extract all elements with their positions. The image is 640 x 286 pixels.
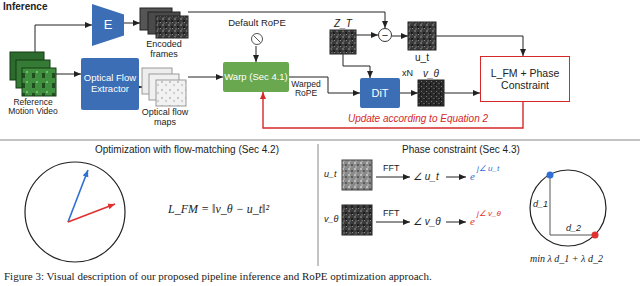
operation-label: FFT [383, 163, 400, 173]
rope-icon [252, 34, 263, 45]
rope-source: Default RoPE [225, 18, 289, 46]
unit-circle [530, 170, 606, 246]
vector-circle [25, 162, 125, 262]
node-label: L_FM + Phase Constraint [481, 67, 569, 91]
connector [356, 35, 378, 36]
connector [188, 77, 223, 78]
video-stack: Reference Motion Video [10, 52, 56, 96]
objective-label: min λ d_1 + λ d_2 [530, 253, 603, 265]
connector [256, 46, 257, 62]
node-label: − [382, 30, 388, 41]
edge-label: Warped RoPE [289, 80, 323, 99]
exponent-base: e [470, 215, 475, 228]
target-vector [68, 170, 88, 222]
connector [188, 12, 385, 28]
node-label: DiT [371, 87, 388, 100]
latent-node: Z_T [330, 30, 356, 54]
distance-line [550, 235, 595, 236]
phase-arrow [446, 222, 466, 223]
connector [139, 87, 142, 88]
encoder-block: E [92, 4, 124, 46]
node-label: Optical flow maps [137, 108, 193, 128]
flow-stack: Optical flow maps [142, 68, 188, 106]
encoded-frame [156, 16, 188, 38]
model-box: DiTxN [360, 78, 400, 108]
connector [124, 23, 140, 24]
target-image [408, 22, 436, 50]
exponent: j∠ v_θ [477, 209, 501, 218]
connector [35, 25, 92, 52]
connector [56, 74, 81, 75]
node-label: Warp (Sec 4.1) [224, 72, 288, 83]
repeat-note: xN [402, 69, 413, 79]
edge-label: Update according to Equation 2 [338, 113, 498, 124]
prediction-node: v_θ [418, 80, 444, 106]
distance-label: d_1 [533, 199, 548, 209]
fft-arrow [376, 222, 410, 223]
target-image [342, 160, 372, 190]
node-label: Default RoPE [228, 18, 286, 29]
phase-label: ∠ v_θ [413, 216, 441, 228]
distance-line [550, 175, 551, 235]
node-label: Reference Motion Video [1, 98, 65, 117]
node-label: u_t [405, 52, 439, 63]
figure-caption: Figure 3: Visual description of our prop… [4, 270, 432, 283]
connector [444, 93, 480, 94]
connector [436, 36, 523, 56]
prediction-image [418, 80, 444, 106]
node-label: Optical Flow Extractor [81, 73, 139, 95]
video-frame [22, 68, 56, 96]
node-label: Z_T [326, 18, 360, 29]
divider [0, 140, 640, 141]
section-title: Phase constraint (Sec 4.3) [402, 144, 520, 156]
latent-image [330, 30, 356, 54]
encoder-outline [92, 4, 124, 46]
predicted-phase-dot [592, 232, 599, 239]
exponent-base: e [470, 170, 475, 183]
section-title: Inference [3, 1, 47, 13]
phase-label: ∠ u_t [413, 171, 439, 183]
target-phase-dot [547, 172, 554, 179]
section-title: Optimization with flow-matching (Sec 4.2… [95, 144, 279, 156]
divider [318, 144, 319, 266]
image-label: v_θ [324, 214, 338, 224]
loss-box: L_FM + Phase Constraint [480, 56, 570, 102]
process-box: Warp (Sec 4.1) [223, 62, 289, 92]
connector [400, 93, 418, 94]
target-node: u_t [408, 22, 436, 50]
node-label: E [104, 18, 113, 33]
exponent: j∠ u_t [477, 164, 499, 173]
process-box: Optical Flow Extractor [81, 58, 139, 110]
connector [343, 54, 370, 78]
image-label: u_t [324, 169, 337, 179]
connector [392, 36, 408, 37]
node-label: Encoded frames [134, 40, 194, 60]
subtract-circle: − [378, 28, 392, 42]
loss-formula: L_FM = ‖v_θ − u_t‖² [168, 203, 269, 217]
distance-label: d_2 [566, 223, 581, 233]
prediction-image [342, 205, 372, 235]
flow-map [156, 80, 186, 106]
operation-label: FFT [383, 208, 400, 218]
fft-arrow [376, 177, 410, 178]
predicted-vector [68, 204, 115, 222]
rope-icon [254, 36, 261, 43]
frame-stack: Encoded frames [140, 8, 188, 38]
phase-arrow [446, 177, 466, 178]
node-label: v_θ [414, 68, 448, 79]
